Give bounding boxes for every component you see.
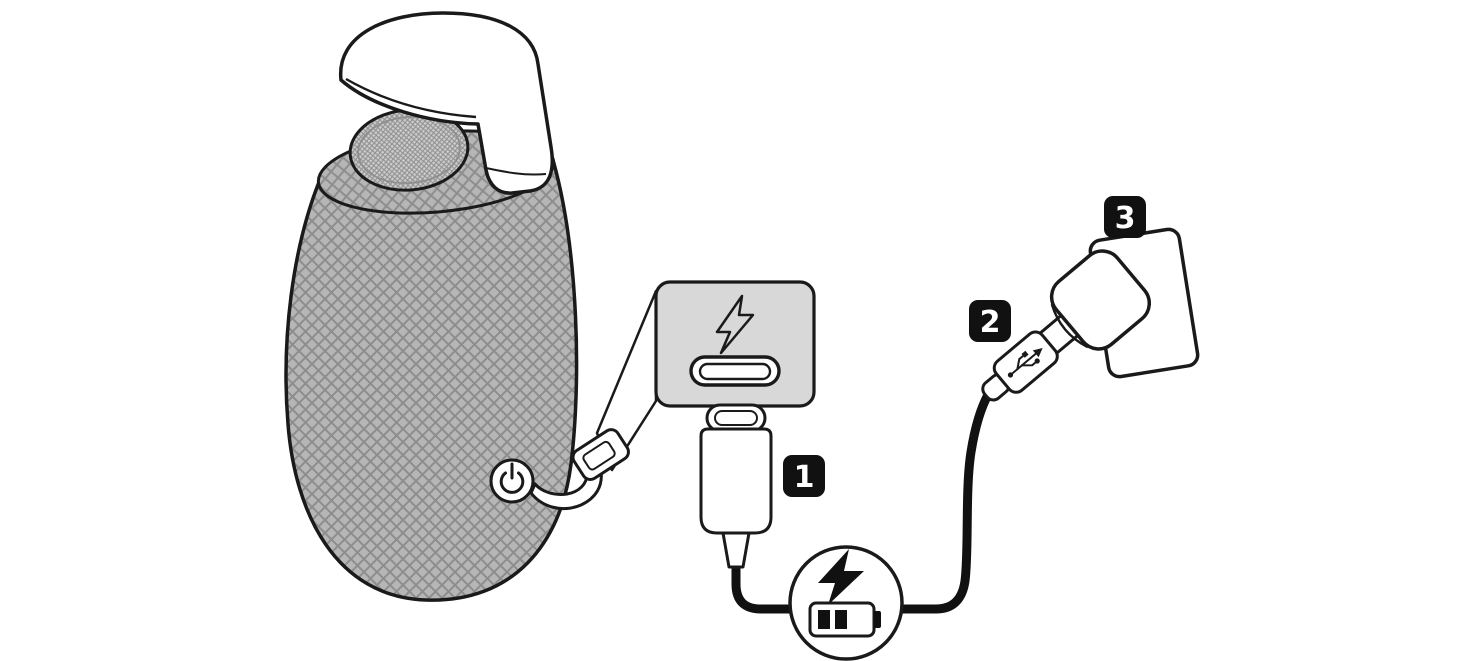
step-2-label: 2 <box>980 305 1001 340</box>
usb-c-connector <box>699 403 773 569</box>
step-3-badge: 3 <box>1104 196 1146 238</box>
speaker-body <box>284 158 579 602</box>
usb-c-tip-inner <box>714 410 758 426</box>
charging-cable <box>731 388 994 614</box>
flap-plug <box>571 428 630 482</box>
usb-trident-icon <box>1007 348 1043 378</box>
power-adapter-face-line <box>1050 303 1089 349</box>
power-adapter-body <box>1049 249 1152 351</box>
usb-c-body <box>699 427 773 535</box>
step-2-badge: 2 <box>969 300 1011 342</box>
speaker-handle-crease <box>485 167 547 176</box>
power-icon <box>499 462 525 494</box>
speaker-handle-rim-line <box>345 77 477 119</box>
speaker <box>284 11 579 602</box>
port-cover-flap <box>529 428 630 510</box>
usb-c-port <box>689 355 781 387</box>
battery-level-icon <box>808 601 881 638</box>
port-callout <box>654 280 816 408</box>
usb-c-strain-relief <box>721 531 751 569</box>
lightning-bolt-icon <box>715 294 755 355</box>
step-3-label: 3 <box>1115 201 1136 236</box>
step-1-badge: 1 <box>783 455 825 497</box>
cable-right-segment <box>895 388 994 614</box>
lightning-bolt-icon <box>818 549 864 605</box>
flap-plug-inner <box>582 440 616 471</box>
step-1-label: 1 <box>794 460 815 495</box>
power-button <box>489 458 535 504</box>
power-adapter <box>1049 249 1152 351</box>
cable-left-segment <box>731 560 805 614</box>
charging-indicator <box>788 545 904 661</box>
callout-box <box>654 280 816 408</box>
speaker-handle-cap <box>339 11 554 195</box>
speaker-grille-ring <box>357 115 461 185</box>
